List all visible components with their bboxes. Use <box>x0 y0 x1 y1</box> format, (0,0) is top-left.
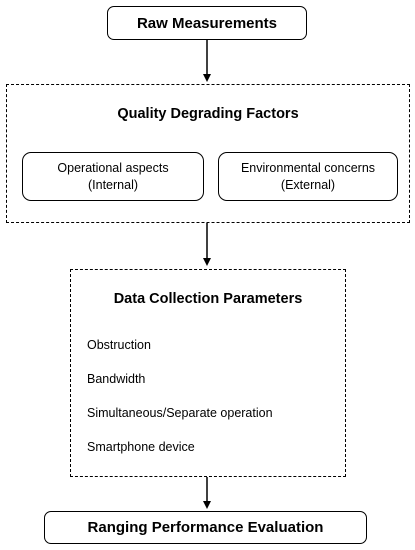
data-collection-parameters-panel: Data Collection Parameters Obstruction B… <box>70 269 346 477</box>
quality-degrading-factors-panel: Quality Degrading Factors Operational as… <box>6 84 410 223</box>
ranging-performance-evaluation-box: Ranging Performance Evaluation <box>44 511 367 544</box>
quality-degrading-factors-title: Quality Degrading Factors <box>117 106 299 122</box>
environmental-concerns-sublabel: (External) <box>280 177 336 192</box>
raw-measurements-box: Raw Measurements <box>107 6 307 40</box>
data-collection-parameters-title: Data Collection Parameters <box>113 291 303 307</box>
environmental-concerns-label: Environmental concerns <box>240 160 376 175</box>
parameter-obstruction: Obstruction <box>87 338 151 352</box>
operational-aspects-box: Operational aspects (Internal) <box>22 152 204 201</box>
operational-aspects-sublabel: (Internal) <box>87 177 139 192</box>
raw-measurements-label: Raw Measurements <box>136 14 278 32</box>
parameter-smartphone-device: Smartphone device <box>87 440 195 454</box>
parameter-bandwidth: Bandwidth <box>87 372 146 386</box>
operational-aspects-label: Operational aspects <box>57 160 169 175</box>
ranging-performance-evaluation-label: Ranging Performance Evaluation <box>87 519 324 536</box>
environmental-concerns-box: Environmental concerns (External) <box>218 152 398 201</box>
parameter-operation-mode: Simultaneous/Separate operation <box>87 406 273 420</box>
